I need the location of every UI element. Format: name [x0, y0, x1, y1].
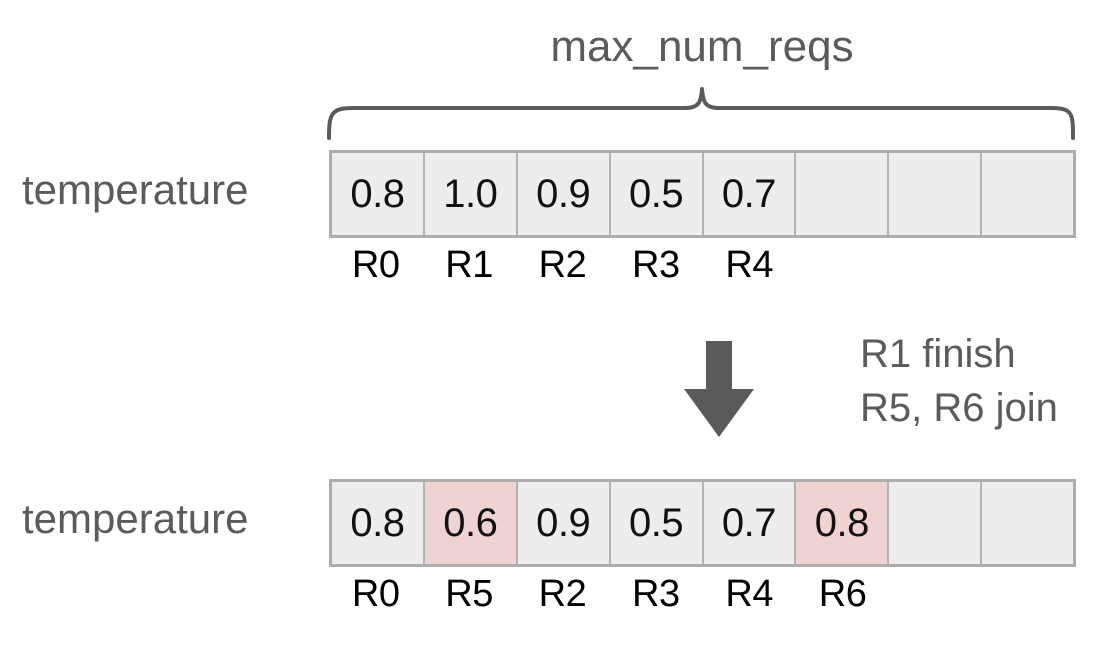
table-cell-empty[interactable] [982, 482, 1073, 564]
slot-label-blank [889, 244, 982, 287]
row-label-temperature-before: temperature [22, 166, 249, 213]
slot-label: R3 [632, 573, 680, 615]
temperature-array-after: 0.8 0.6 0.9 0.5 0.7 0.8 [329, 479, 1076, 567]
row-label-temperature-after: temperature [22, 495, 249, 542]
slot-label-blank [796, 244, 889, 287]
slot-label: R0 [351, 573, 400, 615]
table-cell[interactable]: 0.5 [610, 153, 704, 235]
table-cell[interactable]: 0.7 [703, 153, 797, 235]
transition-note-line: R1 finish [860, 332, 1016, 376]
slot-label: R6 [818, 573, 867, 615]
slot-label: R5 [445, 573, 493, 615]
table-cell[interactable]: 0.5 [610, 482, 704, 564]
temperature-array-before: 0.8 1.0 0.9 0.5 0.7 [329, 150, 1076, 238]
span-label-max-num-reqs: max_num_reqs [550, 22, 854, 71]
table-cell[interactable]: 0.8 [332, 482, 425, 564]
request-slot-labels-before: R0 R1 R2 R3 R4 [329, 244, 1076, 287]
slot-label: R3 [632, 244, 680, 286]
table-cell[interactable]: 1.0 [424, 153, 518, 235]
table-cell[interactable]: 0.9 [517, 482, 611, 564]
slot-label-blank [983, 573, 1076, 616]
table-cell[interactable]: 0.8 [332, 153, 425, 235]
transition-notes: R1 finish R5, R6 join [860, 327, 1110, 435]
table-cell-empty[interactable] [889, 482, 983, 564]
max-num-reqs-brace-group [320, 80, 1082, 142]
slot-label: R4 [725, 573, 773, 615]
slot-label: R2 [538, 573, 587, 615]
curly-brace-icon [327, 87, 1075, 140]
table-cell[interactable]: 0.7 [703, 482, 797, 564]
request-slot-labels-after: R0 R5 R2 R3 R4 R6 [329, 573, 1076, 616]
slot-label: R2 [538, 244, 587, 286]
table-cell-empty[interactable] [889, 153, 983, 235]
down-arrow-icon [684, 341, 754, 437]
slot-label: R1 [445, 244, 493, 286]
table-cell-empty[interactable] [982, 153, 1073, 235]
table-cell-highlighted[interactable]: 0.8 [796, 482, 890, 564]
slot-label: R0 [351, 244, 400, 286]
slot-label-blank [983, 244, 1076, 287]
table-cell-empty[interactable] [796, 153, 890, 235]
table-cell-highlighted[interactable]: 0.6 [424, 482, 518, 564]
transition-note-line: R5, R6 join [860, 386, 1058, 430]
slot-label: R4 [725, 244, 773, 286]
table-cell[interactable]: 0.9 [517, 153, 611, 235]
slot-label-blank [889, 573, 982, 616]
